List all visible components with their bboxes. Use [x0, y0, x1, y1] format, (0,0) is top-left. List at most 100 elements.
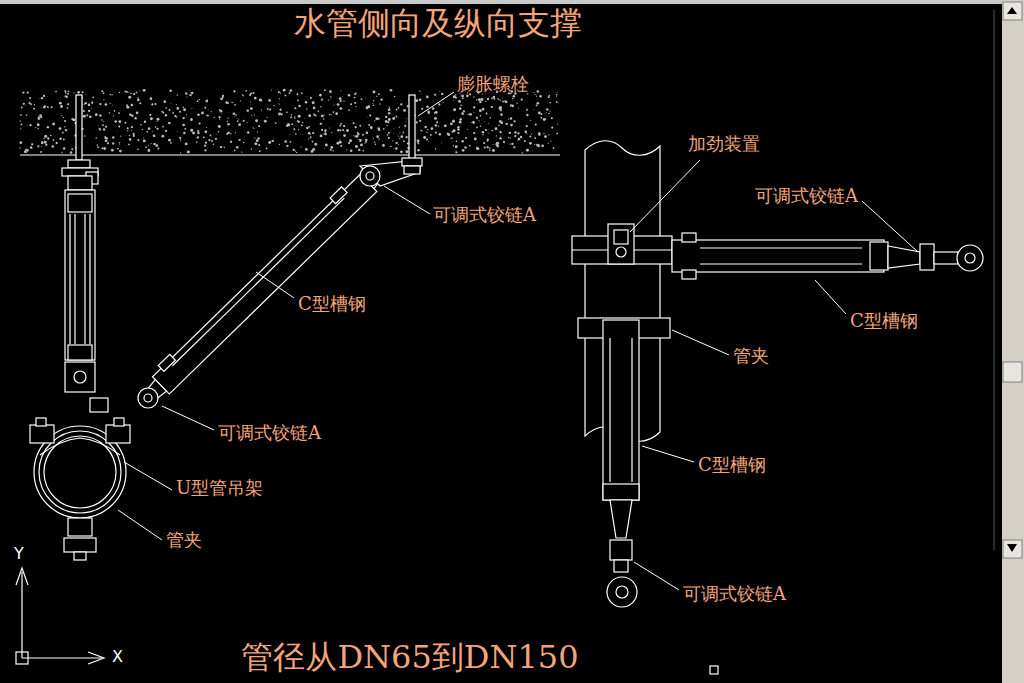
concrete-speck: [179, 137, 181, 139]
concrete-speck: [64, 120, 66, 122]
concrete-speck: [324, 133, 327, 136]
concrete-speck: [360, 144, 363, 147]
concrete-speck: [234, 150, 236, 152]
concrete-speck: [526, 125, 527, 126]
concrete-speck: [421, 130, 422, 131]
ucs-icon-part: [16, 568, 28, 585]
concrete-speck: [489, 117, 491, 119]
concrete-speck: [210, 134, 212, 136]
concrete-speck: [142, 129, 143, 130]
concrete-speck: [130, 93, 132, 95]
concrete-speck: [510, 143, 511, 144]
concrete-speck: [215, 133, 217, 135]
concrete-speck: [301, 124, 303, 126]
concrete-speck: [500, 121, 503, 124]
concrete-speck: [510, 124, 513, 127]
concrete-speck: [372, 103, 373, 104]
concrete-speck: [497, 98, 499, 100]
concrete-speck: [453, 119, 455, 121]
concrete-speck: [37, 123, 40, 126]
concrete-speck: [29, 124, 31, 126]
concrete-speck: [379, 103, 380, 104]
concrete-speck: [127, 130, 128, 131]
concrete-speck: [254, 142, 257, 145]
concrete-speck: [125, 90, 127, 92]
concrete-speck: [84, 103, 86, 105]
concrete-speck: [355, 106, 356, 107]
concrete-speck: [204, 107, 206, 109]
concrete-speck: [482, 108, 485, 111]
concrete-speck: [457, 128, 460, 131]
concrete-speck: [514, 120, 516, 122]
concrete-speck: [112, 136, 114, 138]
concrete-speck: [337, 103, 340, 106]
concrete-speck: [140, 124, 141, 125]
concrete-speck: [396, 109, 398, 111]
concrete-speck: [321, 129, 323, 131]
concrete-speck: [469, 145, 471, 147]
part-label: C型槽钢: [298, 294, 366, 314]
concrete-speck: [157, 128, 159, 130]
concrete-speck: [337, 129, 339, 131]
concrete-speck: [139, 102, 141, 104]
concrete-speck: [401, 139, 403, 141]
concrete-speck: [313, 107, 316, 110]
concrete-speck: [306, 127, 309, 130]
concrete-speck: [103, 147, 106, 150]
concrete-speck: [133, 133, 135, 135]
concrete-speck: [137, 149, 139, 151]
concrete-speck: [250, 102, 251, 103]
concrete-speck: [489, 147, 491, 149]
concrete-speck: [346, 149, 347, 150]
concrete-speck: [325, 144, 328, 147]
concrete-speck: [186, 97, 187, 98]
concrete-speck: [258, 125, 260, 127]
concrete-speck: [388, 137, 390, 139]
axis-label: X: [112, 648, 123, 666]
concrete-speck: [251, 115, 252, 116]
concrete-speck: [47, 126, 49, 128]
concrete-speck: [176, 107, 179, 110]
concrete-speck: [418, 143, 420, 145]
left-support-part: [68, 518, 92, 536]
concrete-speck: [550, 111, 551, 112]
concrete-speck: [206, 127, 207, 128]
concrete-speck: [435, 148, 436, 149]
concrete-speck: [112, 142, 114, 144]
concrete-speck: [386, 125, 387, 126]
concrete-speck: [163, 112, 165, 114]
concrete-speck: [400, 135, 403, 138]
concrete-speck: [222, 96, 224, 98]
concrete-speck: [476, 147, 479, 150]
concrete-speck: [56, 142, 58, 144]
concrete-speck: [126, 104, 128, 106]
concrete-speck: [82, 91, 84, 93]
concrete-speck: [382, 144, 385, 147]
concrete-speck: [536, 96, 537, 97]
concrete-speck: [39, 114, 42, 117]
concrete-speck: [23, 103, 25, 105]
concrete-speck: [526, 133, 527, 134]
concrete-speck: [365, 141, 367, 143]
concrete-speck: [439, 133, 441, 135]
concrete-speck: [233, 90, 235, 92]
concrete-speck: [182, 106, 184, 108]
concrete-speck: [517, 132, 519, 134]
concrete-speck: [546, 112, 548, 114]
concrete-speck: [279, 103, 281, 105]
concrete-speck: [334, 104, 335, 105]
concrete-speck: [518, 107, 519, 108]
concrete-speck: [479, 123, 481, 125]
concrete-speck: [101, 147, 103, 149]
concrete-speck: [405, 136, 407, 138]
concrete-speck: [525, 130, 528, 133]
concrete-speck: [543, 118, 546, 121]
concrete-speck: [513, 146, 515, 148]
concrete-ceiling: [19, 88, 560, 155]
concrete-speck: [534, 137, 536, 139]
concrete-speck: [31, 148, 32, 149]
concrete-speck: [538, 132, 541, 135]
concrete-speck: [399, 132, 400, 133]
part-label: C型槽钢: [698, 455, 766, 475]
concrete-speck: [184, 128, 186, 130]
